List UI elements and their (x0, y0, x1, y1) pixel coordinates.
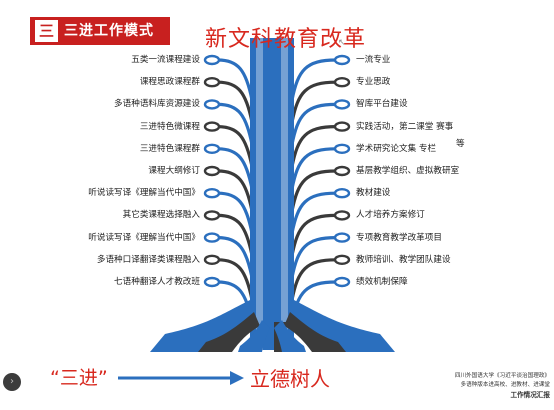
branch-node-right-7 (333, 187, 351, 199)
left-item-1: 五类一流课程建设 (131, 55, 200, 65)
left-item-6: 课程大纲修订 (148, 166, 200, 176)
branch-right-4 (290, 125, 338, 169)
root-left-1 (150, 300, 250, 352)
section-header: 三 三进工作模式 (30, 17, 170, 45)
left-item-4: 三进特色微课程 (139, 121, 200, 132)
left-item-3: 多语种语料库资源建设 (114, 99, 200, 110)
left-item-8: 其它类课程选择融入 (122, 210, 200, 221)
branch-node-right-4 (333, 121, 351, 132)
trunk-column (250, 38, 294, 350)
right-item-6: 基层教学组织、虚拟教研室 (356, 166, 460, 176)
branch-right-3 (290, 102, 338, 146)
branch-node-left-3 (203, 99, 221, 110)
branch-node-left-9 (203, 232, 221, 243)
branch-node-left-4 (203, 121, 221, 132)
right-item-3: 智库平台建设 (356, 99, 408, 110)
right-item-10: 教师培训、教学团队建设 (356, 254, 451, 265)
slide-footer: 四川外国语大学《习近平谈治国理政》 多语种版本进高校、进教材、进课堂 工作情况汇… (410, 372, 550, 400)
branch-node-right-5 (333, 143, 351, 155)
right-item-9: 专项教育教学改革项目 (356, 232, 442, 243)
root-right-3 (274, 320, 306, 352)
diagram-title: 新文科教育改革 (205, 27, 367, 52)
branch-node-left-1 (203, 54, 221, 66)
chevron-right-icon[interactable]: › (3, 373, 21, 391)
root-right-2 (284, 312, 346, 352)
bottom-right-caption: 立德树人 (250, 367, 330, 391)
right-item-4: 实践活动，第二课堂 赛事 (356, 121, 454, 132)
trunk-highlight-left (256, 38, 263, 350)
branch-node-right-11 (333, 276, 351, 288)
branch-left-3 (216, 102, 254, 146)
branch-right-8 (290, 213, 338, 257)
trunk-highlight-right (281, 38, 288, 350)
right-item-5: 学术研究论文集 专栏 (356, 143, 437, 154)
section-number: 三 (35, 20, 58, 42)
branch-right-6 (290, 169, 338, 213)
branch-right-1 (290, 58, 338, 102)
branch-node-left-10 (203, 254, 221, 265)
branch-left-5 (216, 147, 254, 191)
tree-trunk (250, 38, 294, 350)
footer-line-1: 四川外国语大学《习近平谈治国理政》 (454, 373, 550, 379)
branch-left-7 (216, 191, 254, 235)
branch-node-left-11 (203, 276, 221, 288)
branch-left-4 (216, 125, 254, 169)
branch-right-9 (290, 236, 338, 280)
branch-right-5 (290, 147, 338, 191)
left-item-11: 七语种翻译人才教改班 (114, 277, 200, 287)
branch-right-2 (290, 80, 338, 124)
root-left-2 (198, 312, 260, 352)
branch-left-8 (216, 213, 254, 257)
branch-left-2 (216, 80, 254, 124)
left-item-5: 三进特色课程群 (139, 143, 200, 154)
branch-right-7 (290, 191, 338, 235)
right-item-11: 绩效机制保障 (356, 277, 408, 287)
left-item-2: 课程思政课程群 (139, 77, 200, 88)
footer-line-3: 工作情况汇报 (510, 391, 550, 399)
right-item-7: 教材建设 (356, 188, 391, 199)
right-item-2: 专业思政 (356, 77, 391, 88)
branch-node-right-10 (333, 254, 351, 265)
branch-node-right-3 (333, 99, 351, 110)
section-title: 三进工作模式 (64, 23, 154, 39)
branch-node-left-2 (203, 76, 221, 88)
root-left-3 (238, 320, 270, 352)
tree-roots (150, 300, 395, 352)
right-item-1: 一流专业 (356, 55, 391, 65)
branch-node-right-1 (333, 54, 351, 66)
left-item-7: 听说读写译《理解当代中国》 (88, 188, 200, 199)
left-item-10: 多语种口译翻译类课程融入 (96, 254, 200, 265)
bottom-left-caption: “三进” (50, 367, 108, 389)
mouse-cursor-icon: ↖ (338, 38, 346, 48)
branch-right-10 (290, 258, 338, 302)
branch-left-10 (216, 258, 254, 302)
root-right-1 (294, 300, 395, 352)
branch-node-right-2 (333, 76, 351, 88)
branch-node-left-8 (203, 210, 221, 221)
branch-node-right-8 (333, 210, 351, 221)
right-item-extra: 等 (456, 138, 465, 149)
footer-line-2: 多语种版本进高校、进教材、进课堂 (460, 382, 550, 388)
right-item-8: 人才培养方案修订 (356, 210, 425, 221)
branch-left-6 (216, 169, 254, 213)
branch-node-left-7 (203, 187, 221, 199)
left-item-9: 听说读写译《理解当代中国》 (88, 232, 200, 243)
branch-node-left-5 (203, 143, 221, 155)
branch-node-right-9 (333, 232, 351, 243)
branch-node-left-6 (203, 165, 221, 177)
branch-left-9 (216, 236, 254, 280)
branch-left-1 (216, 58, 254, 102)
arrow-right-icon (118, 371, 244, 385)
branch-node-right-6 (333, 165, 351, 177)
